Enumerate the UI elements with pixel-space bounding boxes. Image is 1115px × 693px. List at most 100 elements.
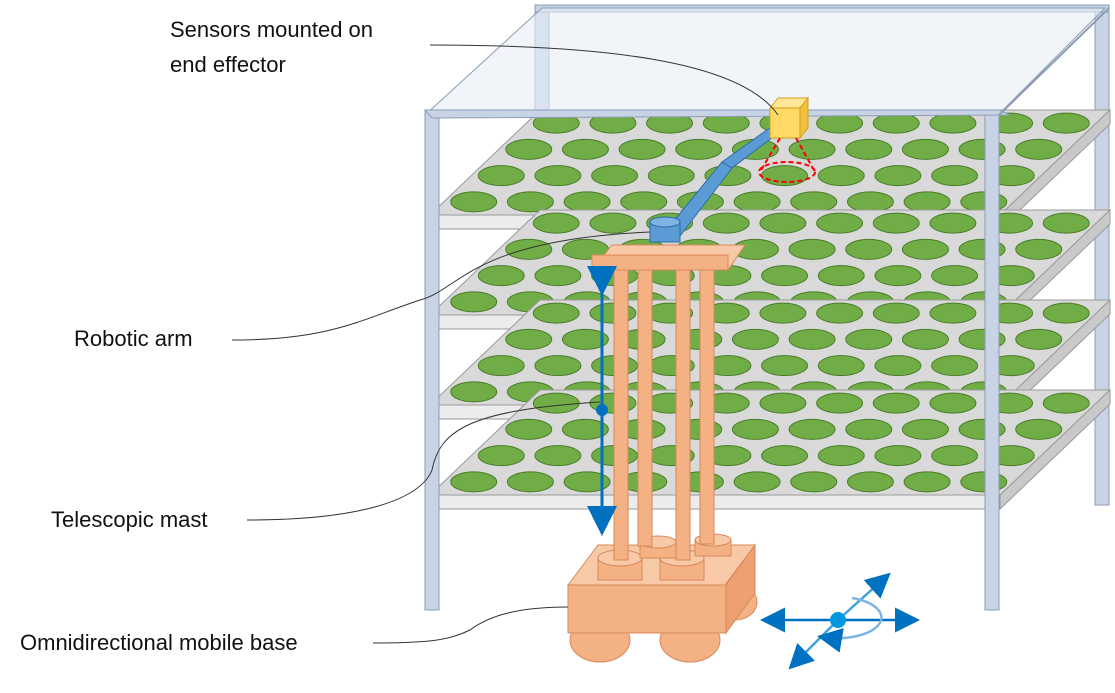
plant-tray bbox=[1015, 238, 1063, 260]
plant-tray bbox=[534, 355, 582, 377]
plant-tray bbox=[1042, 112, 1090, 134]
plant-tray bbox=[960, 191, 1008, 213]
plant-tray bbox=[733, 471, 781, 493]
plant-tray bbox=[901, 138, 949, 160]
plant-tray bbox=[874, 265, 922, 287]
plant-tray bbox=[505, 238, 553, 260]
plant-tray bbox=[816, 212, 864, 234]
plant-tray bbox=[1015, 328, 1063, 350]
plant-tray bbox=[506, 191, 554, 213]
plant-tray bbox=[788, 138, 836, 160]
plant-tray bbox=[846, 191, 894, 213]
plant-tray bbox=[931, 445, 979, 467]
plant-tray bbox=[901, 238, 949, 260]
plant-tray bbox=[675, 138, 723, 160]
plant-tray bbox=[505, 138, 553, 160]
shelf-frame-front bbox=[423, 7, 1110, 611]
telescopic-mast bbox=[590, 244, 746, 561]
omnidirectional-arrows-icon bbox=[760, 572, 920, 670]
plant-tray bbox=[532, 392, 580, 414]
plant-tray bbox=[903, 191, 951, 213]
plant-tray bbox=[931, 165, 979, 187]
plant-tray bbox=[788, 418, 836, 440]
plant-tray bbox=[477, 165, 525, 187]
plant-tray bbox=[817, 355, 865, 377]
plant-tray bbox=[761, 355, 809, 377]
plant-tray bbox=[874, 355, 922, 377]
plant-tray bbox=[788, 238, 836, 260]
shelf-top-cover bbox=[423, 7, 1107, 116]
plant-tray bbox=[790, 471, 838, 493]
plant-tray bbox=[817, 265, 865, 287]
plant-tray bbox=[1042, 212, 1090, 234]
end-effector-sensor bbox=[758, 96, 816, 183]
plant-tray bbox=[477, 355, 525, 377]
shelf-level-1 bbox=[428, 108, 1112, 231]
plant-tray bbox=[901, 418, 949, 440]
plant-tray bbox=[761, 445, 809, 467]
plant-tray bbox=[1015, 138, 1063, 160]
plant-tray bbox=[845, 138, 893, 160]
plant-tray bbox=[872, 302, 920, 324]
plant-tray bbox=[589, 212, 637, 234]
plant-tray bbox=[845, 238, 893, 260]
plant-tray bbox=[874, 445, 922, 467]
plant-tray bbox=[817, 165, 865, 187]
plant-tray bbox=[759, 212, 807, 234]
plant-tray bbox=[534, 445, 582, 467]
label-sensors-line2: end effector bbox=[170, 52, 286, 77]
label-robotic-arm: Robotic arm bbox=[74, 326, 193, 351]
plant-tray bbox=[931, 355, 979, 377]
plant-tray bbox=[620, 191, 668, 213]
plant-tray bbox=[532, 212, 580, 234]
plant-tray bbox=[589, 302, 637, 324]
plant-tray bbox=[903, 471, 951, 493]
plant-tray bbox=[817, 445, 865, 467]
plant-tray bbox=[845, 328, 893, 350]
plant-tray bbox=[1042, 392, 1090, 414]
plant-tray bbox=[618, 138, 666, 160]
plant-tray bbox=[702, 212, 750, 234]
plant-tray bbox=[816, 392, 864, 414]
plant-tray bbox=[872, 212, 920, 234]
plant-tray bbox=[647, 165, 695, 187]
mobile-base bbox=[567, 533, 758, 663]
plant-tray bbox=[477, 445, 525, 467]
vertical-double-arrow-icon bbox=[587, 266, 617, 536]
plant-tray bbox=[761, 265, 809, 287]
plant-tray bbox=[532, 302, 580, 324]
plant-tray bbox=[874, 165, 922, 187]
shelf-level-4 bbox=[428, 388, 1112, 511]
plant-tray bbox=[561, 138, 609, 160]
plant-tray bbox=[534, 265, 582, 287]
shelves bbox=[428, 108, 1112, 511]
plant-tray bbox=[872, 392, 920, 414]
plant-tray bbox=[505, 418, 553, 440]
plant-tray bbox=[1042, 302, 1090, 324]
plant-tray bbox=[759, 302, 807, 324]
plant-tray bbox=[931, 265, 979, 287]
plant-tray bbox=[563, 191, 611, 213]
plant-tray bbox=[759, 392, 807, 414]
plant-tray bbox=[506, 471, 554, 493]
plant-tray bbox=[1015, 418, 1063, 440]
plant-tray bbox=[788, 328, 836, 350]
plant-tray bbox=[790, 191, 838, 213]
plant-tray bbox=[929, 212, 977, 234]
plant-tray bbox=[731, 418, 779, 440]
plant-tray bbox=[960, 471, 1008, 493]
label-telescopic-mast: Telescopic mast bbox=[51, 507, 208, 532]
plant-tray bbox=[929, 112, 977, 134]
plant-tray bbox=[450, 191, 498, 213]
plant-tray bbox=[505, 328, 553, 350]
plant-tray bbox=[450, 471, 498, 493]
plant-tray bbox=[477, 265, 525, 287]
plant-tray bbox=[846, 471, 894, 493]
plant-tray bbox=[929, 302, 977, 324]
plant-tray bbox=[731, 328, 779, 350]
plant-tray bbox=[929, 392, 977, 414]
plant-tray bbox=[534, 165, 582, 187]
plant-tray bbox=[845, 418, 893, 440]
plant-tray bbox=[733, 191, 781, 213]
